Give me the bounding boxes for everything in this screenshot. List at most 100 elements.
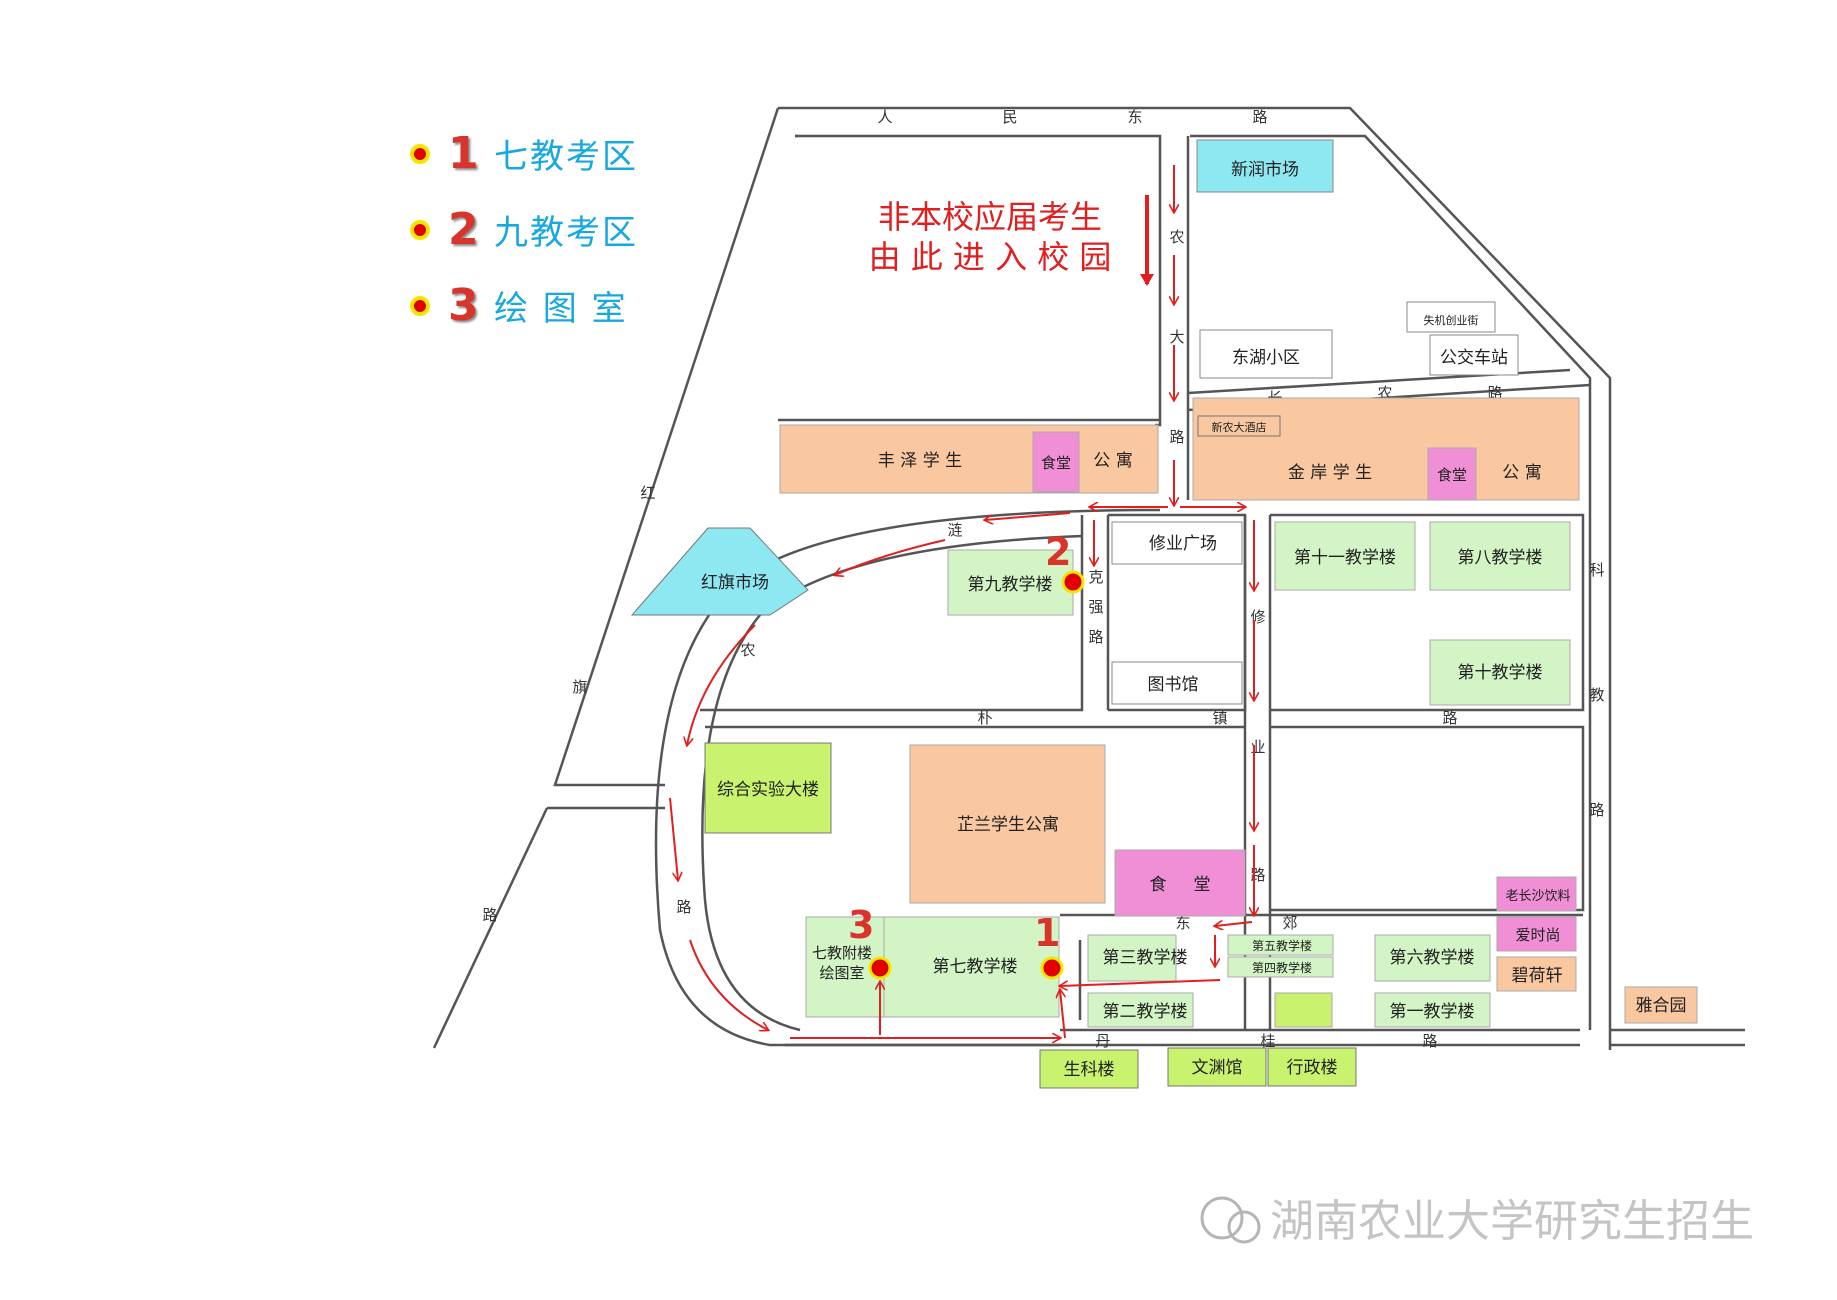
road-label-renmin: 路 xyxy=(1252,108,1267,126)
building-5-label: 第五教学楼 xyxy=(1252,938,1312,953)
yahe-garden xyxy=(1624,986,1698,1024)
route-arrows xyxy=(669,165,1254,1038)
marker-3-label: 3 xyxy=(848,903,874,947)
marker-1-icon xyxy=(1040,956,1064,980)
road-label-keshu: 路 xyxy=(1088,628,1103,646)
marker-1-label: 1 xyxy=(1034,911,1060,955)
main-canteen xyxy=(1114,849,1246,917)
entry-notice: 非本校应届考生 由 此 进 入 校 园 xyxy=(869,195,1154,286)
bihexuan xyxy=(1496,956,1577,992)
business-street-label: 失机创业街 xyxy=(1424,313,1479,327)
building-8-label: 第八教学楼 xyxy=(1458,548,1543,568)
road-label-xiuye: 路 xyxy=(1250,866,1265,884)
road-label-nongda: 农 xyxy=(1169,228,1184,246)
building-3-label: 第三教学楼 xyxy=(1103,948,1188,968)
fengze-apartment-label: 丰 泽 学 生 xyxy=(878,451,962,471)
yahe-garden-label: 雅合园 xyxy=(1636,996,1687,1016)
drawing-room-label: 绘图室 xyxy=(819,964,864,982)
wenyuan-hall xyxy=(1167,1047,1267,1087)
jinan-canteen xyxy=(1427,447,1477,501)
fengze-canteen-label: 食堂 xyxy=(1041,454,1071,472)
building-10-label: 第十教学楼 xyxy=(1458,663,1543,683)
building-9 xyxy=(947,549,1074,616)
marker-dot-icon xyxy=(410,295,430,316)
bus-station-label: 公交车站 xyxy=(1440,348,1508,368)
legend-label: 七教考区 xyxy=(494,137,638,177)
cafe-laochangsha-label: 老长沙饮料 xyxy=(1505,889,1570,904)
xinnong-hotel xyxy=(1197,415,1281,437)
marker-2-label: 2 xyxy=(1045,530,1071,574)
fengze-apartment xyxy=(779,424,1159,494)
marker-dot-icon xyxy=(410,219,430,240)
road-label-lianbin: 路 xyxy=(676,898,691,916)
building-6 xyxy=(1374,934,1491,982)
building-9-label: 第九教学楼 xyxy=(968,575,1053,595)
wechat-icon xyxy=(1227,1210,1261,1244)
comprehensive-lab-label: 综合实验大楼 xyxy=(717,780,819,800)
road-label-kejiao: 路 xyxy=(1589,801,1604,819)
building-7 xyxy=(883,916,1060,1018)
marker-2-icon xyxy=(1061,570,1085,594)
road-label-hongqi: 旗 xyxy=(572,678,587,696)
road-label-xiuye: 业 xyxy=(1250,738,1265,756)
legend-number: 3 xyxy=(448,280,479,331)
road-label-keshu: 强 xyxy=(1088,598,1103,616)
hongqi-market xyxy=(630,527,809,616)
wenyuan-hall-label: 文渊馆 xyxy=(1192,1058,1243,1078)
hongqi-market-label: 红旗市场 xyxy=(701,573,769,593)
road-label-dongjiao: 郊 xyxy=(1282,914,1297,932)
comprehensive-lab xyxy=(704,742,832,834)
legend-item-2: 2 九教考区 xyxy=(410,204,638,255)
building-3 xyxy=(1087,934,1177,982)
buildings: 新润市场 东湖小区 失机创业街 公交车站 丰 泽 学 生 公 寓 食堂 新农大酒… xyxy=(630,139,1698,1089)
donghu-residence xyxy=(1199,329,1333,379)
road-label-pujing: 路 xyxy=(1442,709,1457,727)
road-label-danzhu: 路 xyxy=(1422,1032,1437,1050)
road-label-pujing: 朴 xyxy=(977,709,992,727)
life-science-building-label: 生科楼 xyxy=(1064,1060,1115,1080)
road-label-hongqi: 路 xyxy=(482,906,497,924)
building-1-label: 第一教学楼 xyxy=(1390,1002,1475,1022)
xiuye-square xyxy=(1111,521,1243,565)
road-label-lianbin: 涟 xyxy=(947,521,962,539)
building-11-label: 第十一教学楼 xyxy=(1294,548,1396,568)
zhilan-apartment xyxy=(909,744,1106,904)
road-label-dongjiao: 东 xyxy=(1175,914,1190,932)
building-8 xyxy=(1429,521,1571,591)
zhilan-apartment-label: 芷兰学生公寓 xyxy=(957,815,1059,835)
life-science-building xyxy=(1039,1049,1139,1089)
building-6-label: 第六教学楼 xyxy=(1390,948,1475,968)
legend-label: 绘 图 室 xyxy=(494,289,628,329)
road-label-danzhu: 丹 xyxy=(1095,1032,1110,1050)
bus-station xyxy=(1429,334,1519,376)
admin-building-label: 行政楼 xyxy=(1287,1058,1338,1078)
road-label-nongda: 大 xyxy=(1169,328,1184,346)
bihexuan-label: 碧荷轩 xyxy=(1512,966,1563,986)
admin-building xyxy=(1267,1047,1357,1087)
jinan-apartment xyxy=(1192,397,1580,501)
jinan-canteen-label: 食堂 xyxy=(1437,466,1467,484)
road-label-kejiao: 教 xyxy=(1589,686,1604,704)
building-4-label: 第四教学楼 xyxy=(1252,960,1312,975)
main-canteen-label: 食 堂 xyxy=(1149,875,1210,895)
building-4 xyxy=(1227,956,1334,978)
location-markers: 1 2 3 xyxy=(848,530,1085,980)
building-2 xyxy=(1087,992,1194,1028)
entry-notice-line1: 非本校应届考生 xyxy=(878,198,1102,236)
building-7-label: 第七教学楼 xyxy=(933,957,1018,977)
fengze-canteen xyxy=(1032,431,1080,493)
xiuye-square-label: 修业广场 xyxy=(1149,534,1217,554)
building-10 xyxy=(1429,639,1571,706)
building-7-annex-label: 七教附楼 xyxy=(812,944,872,962)
road-label-xiuye: 修 xyxy=(1250,608,1265,626)
jinan-apartment-label: 公 寓 xyxy=(1502,463,1541,483)
road-label-keshu: 克 xyxy=(1088,568,1103,586)
road-label-hongqi: 红 xyxy=(640,484,655,502)
cafe-laochangsha xyxy=(1496,876,1577,912)
watermark-text: 湖南农业大学研究生招生 xyxy=(1270,1196,1754,1247)
fengze-apartment-label: 公 寓 xyxy=(1093,451,1132,471)
road-label-lianbin: 农 xyxy=(740,641,755,659)
building-2-label: 第二教学楼 xyxy=(1103,1002,1188,1022)
legend-number: 2 xyxy=(448,204,479,255)
